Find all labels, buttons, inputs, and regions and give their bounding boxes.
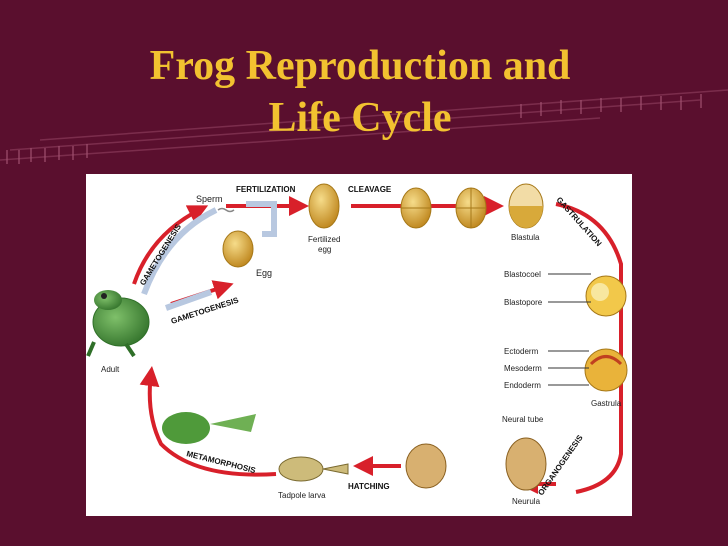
- tadpole-larva-icon: [278, 456, 349, 482]
- cycle-arrow-metamorphosis: [139, 366, 277, 477]
- early-gastrula-icon: [585, 275, 627, 317]
- cycle-arrow-gametogenesis-upper: [132, 205, 209, 285]
- cleavage-2-cell-icon: [400, 187, 432, 229]
- slide-title-line-2: Life Cycle: [268, 95, 452, 141]
- label-tadpole-larva: Tadpole larva: [278, 491, 326, 500]
- neurula-icon: [505, 437, 547, 491]
- label-adult: Adult: [101, 365, 120, 374]
- label-gastrula: Gastrula: [591, 399, 622, 408]
- life-cycle-svg: Sperm Egg Fertilized egg Blastula Blasto…: [86, 183, 628, 506]
- cycle-arrow-gastrulation: [555, 202, 623, 494]
- life-cycle-diagram: Sperm Egg Fertilized egg Blastula Blasto…: [86, 174, 632, 516]
- label-fertilized-egg: egg: [318, 245, 331, 254]
- fertilization-bracket: [246, 201, 277, 237]
- hatching-embryo-icon: [405, 443, 447, 489]
- adult-frog-icon: [86, 290, 150, 358]
- label-fertilized: Fertilized: [308, 235, 340, 244]
- label-egg: Egg: [256, 268, 272, 278]
- label-hatching: HATCHING: [348, 482, 390, 491]
- label-sperm: Sperm: [196, 194, 223, 204]
- label-ectoderm: Ectoderm: [504, 347, 539, 356]
- label-fertilization: FERTILIZATION: [236, 185, 296, 194]
- label-blastocoel: Blastocoel: [504, 270, 541, 279]
- cleavage-4-cell-icon: [455, 187, 487, 229]
- label-gametogenesis-upper: GAMETOGENESIS: [138, 222, 183, 287]
- metamorphosis-tadpole-icon: [162, 412, 256, 444]
- sperm-icon: [217, 207, 235, 213]
- sperm-path: [141, 207, 218, 296]
- label-blastopore: Blastopore: [504, 298, 543, 307]
- fertilized-egg-icon: [308, 183, 340, 229]
- label-mesoderm: Mesoderm: [504, 364, 542, 373]
- egg-path: [164, 289, 213, 311]
- blastula-icon: [508, 183, 544, 229]
- label-cleavage: CLEAVAGE: [348, 185, 392, 194]
- label-endoderm: Endoderm: [504, 381, 541, 390]
- slide-title: Frog Reproduction and Life Cycle: [60, 40, 660, 144]
- label-blastula: Blastula: [511, 233, 540, 242]
- egg-icon: [222, 230, 254, 268]
- slide-title-line-1: Frog Reproduction and: [149, 43, 571, 89]
- gastrula-icon: [584, 348, 628, 392]
- label-neural-tube: Neural tube: [502, 415, 544, 424]
- label-neurula: Neurula: [512, 497, 541, 506]
